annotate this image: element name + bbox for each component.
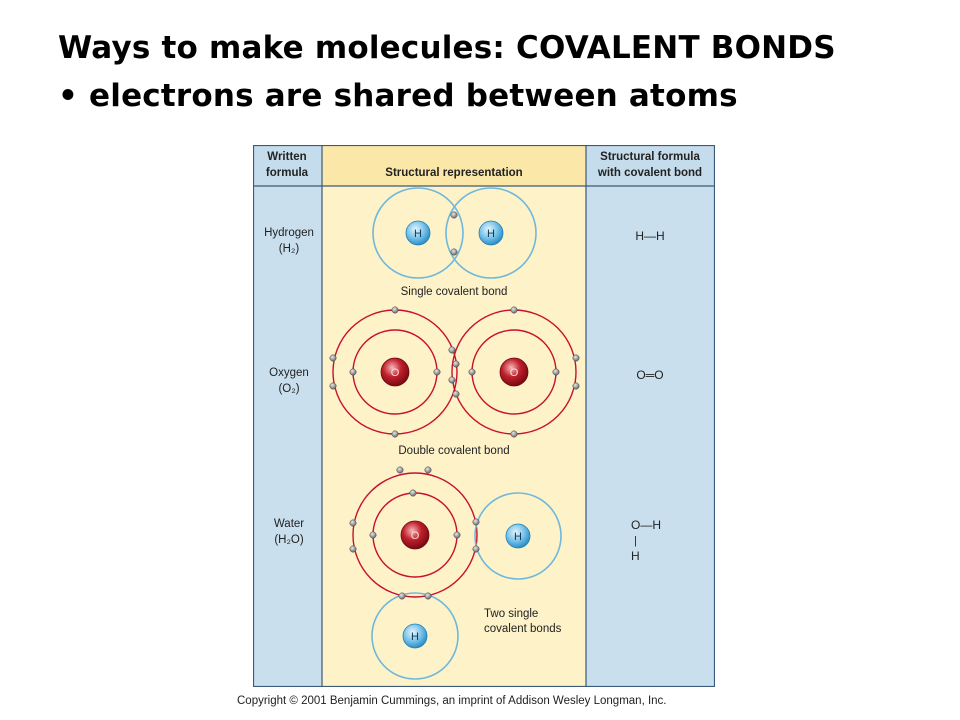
slide-title: Ways to make molecules: COVALENT BONDS: [58, 30, 836, 66]
hydrogen-symbol-right: H: [487, 228, 495, 240]
electron: [510, 306, 518, 314]
electron: [453, 531, 461, 539]
hydrogen-name: Hydrogen: [264, 227, 314, 239]
bullet-text: electrons are shared between atoms: [89, 78, 738, 114]
electron: [349, 545, 357, 553]
water-name: Water: [274, 518, 304, 530]
hydrogen-structural-formula: H—H: [635, 229, 664, 243]
electron: [349, 519, 357, 527]
header-formula-bg: [586, 145, 715, 186]
electron: [572, 354, 580, 362]
oxygen-symbol-left: O: [391, 367, 400, 379]
oxygen-nucleus-right: [499, 357, 529, 387]
electron: [329, 382, 337, 390]
header-written-bg: [253, 145, 322, 186]
water-formula: (H₂O): [274, 534, 304, 546]
shared-electron: [448, 346, 456, 354]
shared-electron: [424, 592, 432, 600]
electron: [552, 368, 560, 376]
electron: [433, 368, 441, 376]
oxygen-name: Oxygen: [269, 367, 309, 379]
oxygen-symbol-right: O: [510, 367, 519, 379]
shared-electron: [448, 376, 456, 384]
header-written-line2: formula: [266, 167, 309, 179]
shared-electron: [472, 518, 480, 526]
hydrogen-shell-left: [372, 187, 464, 279]
electron: [369, 531, 377, 539]
hydrogen-formula: (H₂): [279, 243, 300, 255]
header-written-line1: Written: [267, 151, 306, 163]
electron: [409, 489, 417, 497]
shared-electron: [452, 360, 460, 368]
water-bond-caption-line2: covalent bonds: [484, 623, 562, 635]
header-structural: Structural representation: [385, 167, 522, 179]
electron: [468, 368, 476, 376]
water-hydrogen-nucleus-bottom: [402, 623, 428, 649]
hydrogen-nucleus-right: [478, 220, 504, 246]
water-hydrogen-shell-right: [474, 492, 562, 580]
water-oxygen-outer-shell: [352, 472, 478, 598]
formula-column: [586, 145, 715, 687]
shared-electron: [450, 248, 458, 256]
structural-column: [322, 145, 586, 687]
covalent-bonds-figure: Written formula Structural representatio…: [253, 145, 715, 687]
water-formula-bond: |: [634, 535, 637, 547]
water-oxygen-symbol: O: [411, 530, 420, 542]
header-formula-line2: with covalent bond: [597, 167, 702, 179]
oxygen-nucleus-left: [380, 357, 410, 387]
water-bond-caption-line1: Two single: [484, 608, 538, 620]
electron: [349, 368, 357, 376]
copyright-notice: Copyright © 2001 Benjamin Cummings, an i…: [237, 695, 667, 707]
hydrogen-bond-caption: Single covalent bond: [401, 286, 508, 298]
oxygen-molecule: O O: [329, 306, 580, 438]
oxygen-formula: (O₂): [278, 383, 299, 395]
header-formula-line1: Structural formula: [600, 151, 700, 163]
shared-electron: [452, 390, 460, 398]
oxygen-bond-caption: Double covalent bond: [398, 445, 509, 457]
shared-electron: [472, 545, 480, 553]
hydrogen-symbol-left: H: [414, 228, 422, 240]
water-molecule: O H H: [349, 466, 562, 680]
header-structural-bg: [322, 145, 586, 186]
table-border: [253, 145, 715, 687]
electron: [396, 466, 404, 474]
electron: [391, 306, 399, 314]
hydrogen-shell-right: [445, 187, 537, 279]
electron: [391, 430, 399, 438]
hydrogen-molecule: H H: [372, 187, 537, 279]
written-column: [253, 145, 322, 687]
shared-electron: [450, 211, 458, 219]
electron: [572, 382, 580, 390]
electron: [510, 430, 518, 438]
oxygen-structural-formula: O═O: [636, 368, 663, 382]
covalent-bonds-diagram: Written formula Structural representatio…: [253, 145, 715, 687]
slide-bullet: • electrons are shared between atoms: [58, 78, 738, 114]
electron: [329, 354, 337, 362]
water-hydrogen-nucleus-right: [505, 523, 531, 549]
electron: [424, 466, 432, 474]
water-hydrogen-shell-bottom: [371, 592, 459, 680]
bullet-marker: •: [58, 78, 79, 114]
water-formula-top: O—H: [631, 518, 661, 532]
water-hydrogen-symbol-right: H: [514, 531, 522, 543]
shared-electron: [398, 592, 406, 600]
water-hydrogen-symbol-bottom: H: [411, 631, 419, 643]
water-oxygen-nucleus: [400, 520, 430, 550]
hydrogen-nucleus-left: [405, 220, 431, 246]
water-formula-bottom: H: [631, 549, 640, 563]
